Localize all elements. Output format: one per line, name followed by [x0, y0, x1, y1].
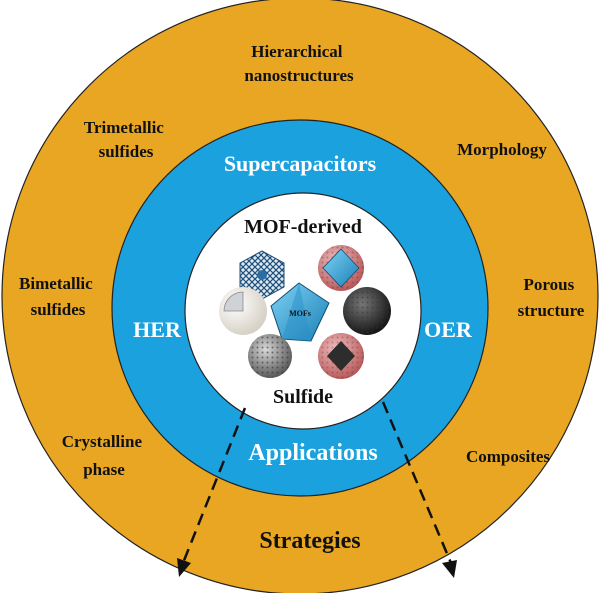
app-oer: OER	[424, 317, 473, 342]
app-her: HER	[133, 317, 182, 342]
left-dashed-line	[181, 407, 247, 564]
pink-sphere-core-particle	[318, 333, 364, 379]
cream-yolk-shell-particle	[219, 287, 267, 335]
right-dashed-line	[381, 401, 453, 564]
center-title-top: MOF-derived	[244, 216, 362, 238]
gray-dotted-particle	[248, 334, 292, 378]
pink-sphere-octahedron-particle	[318, 245, 364, 291]
strategies-title: Strategies	[259, 528, 360, 554]
mof-label: MOFs	[289, 309, 311, 318]
strategy-composites: Composites	[466, 447, 550, 466]
dashed-divider-arrows	[181, 401, 453, 564]
left-arrowhead-icon	[177, 558, 191, 577]
dark-porous-particle	[343, 287, 391, 335]
app-applications: Applications	[248, 440, 377, 466]
strategy-porous: Porous structure	[518, 275, 585, 320]
center-title-bottom: Sulfide	[273, 386, 333, 408]
mof-particles	[219, 245, 391, 379]
app-supercapacitors: Supercapacitors	[224, 151, 377, 176]
strategy-trimetallic: Trimetallic sulfides	[84, 118, 168, 161]
mof-octahedron-icon	[270, 282, 330, 342]
strategy-crystalline: Crystalline phase	[62, 432, 147, 479]
strategy-bimetallic: Bimetallic sulfides	[19, 274, 97, 319]
strategy-morphology: Morphology	[457, 140, 547, 159]
right-arrowhead-icon	[442, 560, 457, 578]
strategy-hierarchical: Hierarchical nanostructures	[244, 42, 354, 85]
